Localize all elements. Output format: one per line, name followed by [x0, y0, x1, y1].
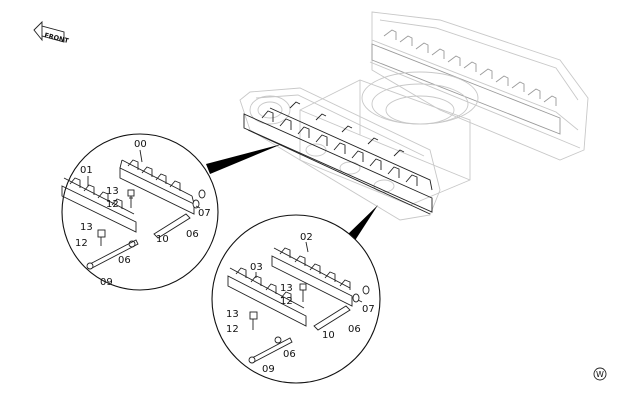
corner-mark: W [593, 367, 607, 381]
label-part-00: 00 [134, 139, 147, 150]
label-part-06-left: 06 [118, 255, 131, 266]
label-part-13-upper: 13 [106, 186, 119, 197]
label-part-09: 09 [262, 364, 275, 375]
label-part-06-right: 06 [348, 324, 361, 335]
label-part-07: 07 [362, 304, 375, 315]
label-part-13-lower: 13 [226, 309, 239, 320]
callout-pointer-upper [206, 144, 282, 174]
label-part-12-lower: 12 [75, 238, 88, 249]
label-part-02: 02 [300, 232, 313, 243]
label-part-12-upper: 12 [280, 296, 293, 307]
label-part-09: 09 [100, 277, 113, 288]
front-label: FRONT [44, 31, 71, 45]
undercarriage-background [239, 11, 589, 221]
label-part-07: 07 [198, 208, 211, 219]
detail-circle-upper: 00 01 13 12 13 12 10 07 06 06 09 [61, 133, 219, 291]
label-part-13-lower: 13 [80, 222, 93, 233]
callout-pointer-lower [346, 205, 378, 242]
front-arrow-icon: FRONT [33, 20, 71, 45]
label-part-01: 01 [80, 165, 93, 176]
label-part-06-left: 06 [283, 349, 296, 360]
label-part-03: 03 [250, 262, 263, 273]
label-part-13-upper: 13 [280, 283, 293, 294]
label-part-12-lower: 12 [226, 324, 239, 335]
corner-mark-letter: W [596, 370, 604, 379]
detail-circle-lower: 02 03 13 12 07 13 12 06 10 06 09 [211, 214, 381, 384]
label-part-12-upper: 12 [106, 199, 119, 210]
label-part-10: 10 [322, 330, 335, 341]
label-part-06-right: 06 [186, 229, 199, 240]
label-part-10: 10 [156, 234, 169, 245]
